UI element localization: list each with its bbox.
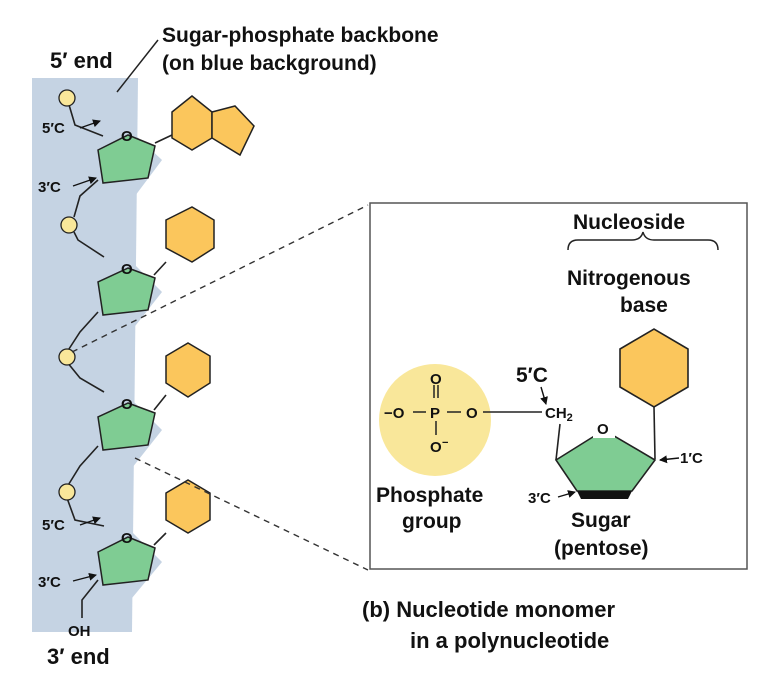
three-prime-carbon-label: 3′C (38, 179, 61, 196)
sugar-label-line2: (pentose) (554, 537, 649, 560)
backbone-label-line1: Sugar-phosphate backbone (162, 24, 439, 47)
pyrimidine-base (165, 342, 211, 398)
phosphate-charge-minus: − (442, 437, 448, 449)
label-arrow (557, 490, 576, 498)
phosphate-oxygen-left: −O (384, 405, 405, 422)
ring-oxygen-background (593, 418, 615, 438)
sugar-thick-edge (577, 491, 632, 499)
phosphate-circle (58, 89, 76, 107)
phosphate-structure (413, 385, 542, 435)
ch2-bond (555, 423, 561, 461)
ring-oxygen-label: O (121, 261, 133, 278)
sugar-pentagon (97, 536, 156, 586)
label-arrow (79, 516, 101, 526)
three-prime-carbon-label: 3′C (528, 490, 551, 507)
ring-oxygen-label: O (121, 128, 133, 145)
phosphate-group-label-line1: Phosphate (376, 484, 483, 507)
ch2-label: CH2 (545, 405, 573, 424)
ring-oxygen-label: O (121, 530, 133, 547)
sugar-pentagon (97, 402, 156, 451)
three-prime-carbon-label: 3′C (38, 574, 61, 591)
zoom-dashed-line (71, 204, 369, 353)
three-prime-end-label: 3′ end (47, 644, 110, 669)
phosphorus-label: P (430, 405, 440, 422)
pyrimidine-base (165, 206, 215, 263)
five-prime-carbon-label: 5′C (42, 517, 65, 534)
nitrogenous-base-label-line2: base (620, 294, 668, 317)
backbone-leader-line (116, 39, 159, 93)
nucleoside-bracket (567, 231, 719, 251)
figure-caption-line1: (b) Nucleotide monomer (362, 597, 615, 622)
phosphate-circle (60, 216, 78, 234)
ring-oxygen-label: O (121, 396, 133, 413)
one-prime-carbon-label: 1′C (680, 450, 703, 467)
label-arrow (72, 572, 97, 582)
nitrogenous-base-label-line1: Nitrogenous (567, 267, 691, 290)
pyrimidine-base (165, 479, 211, 534)
figure-caption-line2: in a polynucleotide (410, 628, 609, 653)
glycosidic-bond (653, 406, 656, 460)
backbone-label-line2: (on blue background) (162, 52, 377, 75)
sugar-pentagon (97, 267, 156, 316)
sugar-label-line1: Sugar (571, 509, 631, 532)
inset-base-hexagon (619, 328, 689, 408)
five-prime-carbon-label: 5′C (516, 364, 548, 387)
phosphate-oxygen-right: O (466, 405, 478, 422)
purine-base (171, 95, 255, 157)
phosphate-oxygen-bottom: O (430, 439, 442, 456)
label-arrow (540, 386, 548, 405)
phosphate-group-circle (379, 364, 491, 476)
label-arrow (79, 119, 101, 129)
five-prime-end-label: 5′ end (50, 48, 113, 73)
five-prime-carbon-label: 5′C (42, 120, 65, 137)
sugar-pentagon (97, 134, 156, 184)
inset-ring-oxygen-label: O (597, 421, 609, 438)
label-arrow (72, 176, 97, 187)
phosphate-circle (58, 348, 76, 366)
nucleoside-label: Nucleoside (573, 211, 685, 234)
phosphate-group-label-line2: group (402, 510, 461, 533)
phosphate-oxygen-top: O (430, 371, 442, 388)
phosphate-circle (58, 483, 76, 501)
hydroxyl-label: OH (68, 623, 91, 640)
label-arrow (659, 455, 680, 464)
